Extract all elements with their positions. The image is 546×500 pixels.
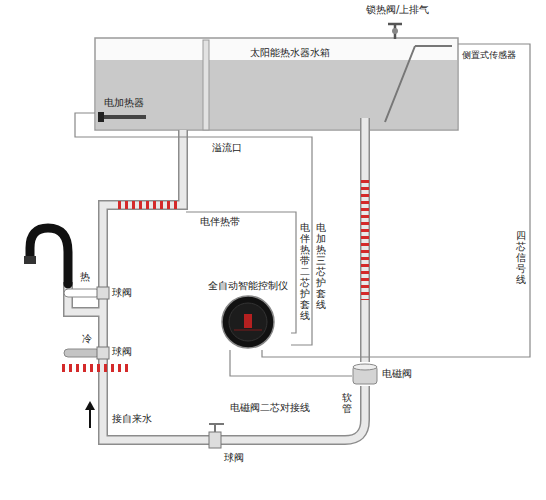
part-label: 电加热器 [104, 97, 144, 109]
inlet-arrow-head [85, 401, 95, 410]
part-label: 热 [80, 271, 90, 283]
vertical-label: 四芯信号线 [516, 230, 526, 285]
part-label: 冷 [82, 333, 92, 345]
valve-cylinder [352, 362, 378, 388]
heater-head [98, 112, 104, 122]
node-label: 太阳能热水器水箱 [250, 47, 330, 59]
tank-body [95, 38, 458, 130]
vertical-label: 软管 [342, 392, 352, 414]
wire-line [75, 113, 312, 345]
wire-line [262, 44, 530, 357]
water-tank: 太阳能热水器水箱 [95, 38, 458, 130]
wire-line [230, 350, 352, 376]
pipe-outline [68, 118, 365, 440]
wire-connector [75, 113, 312, 345]
inlet-arrow [89, 408, 91, 428]
wire-connector [230, 350, 352, 376]
wire-connector [262, 44, 530, 357]
node-label: 电磁阀 [382, 368, 412, 380]
solenoid-valve: 电磁阀 [352, 362, 424, 388]
heat-tape [62, 180, 365, 368]
controller-dial [220, 294, 276, 350]
part-label: 电伴热带 [200, 216, 240, 228]
part-label: 球阀 [112, 287, 132, 299]
controller: 全自动智能控制仪 [205, 280, 291, 350]
bottom-valve-handle [209, 424, 224, 432]
part-label: 电磁阀二芯对接线 [230, 402, 310, 414]
cold-ball-valve [97, 347, 109, 359]
part-label: 溢流口 [212, 142, 242, 154]
part-label: 锁热阀/上排气 [366, 4, 429, 16]
part-label: 侧置式传感器 [462, 50, 516, 61]
tank-water [96, 60, 457, 129]
node-label: 全自动智能控制仪 [205, 280, 291, 292]
hot-tap-handle [64, 289, 100, 297]
vertical-label: 电伴热带二芯护套线 [300, 222, 310, 321]
heater-rod [100, 115, 146, 119]
pipe-inner [68, 118, 365, 440]
side-sensor [385, 46, 452, 122]
cold-tap-handle [64, 349, 100, 357]
lock-valve [388, 24, 402, 39]
part-label: 接自来水 [112, 413, 152, 425]
part-label: 球阀 [224, 452, 244, 464]
vertical-label: 电加热三芯护套线 [316, 222, 326, 310]
lock-valve-body [392, 28, 398, 34]
bottom-ball-valve [209, 432, 221, 448]
part-label: 球阀 [112, 346, 132, 358]
hot-ball-valve [97, 287, 109, 299]
shower-head [24, 256, 36, 264]
overflow-tube [203, 40, 209, 130]
